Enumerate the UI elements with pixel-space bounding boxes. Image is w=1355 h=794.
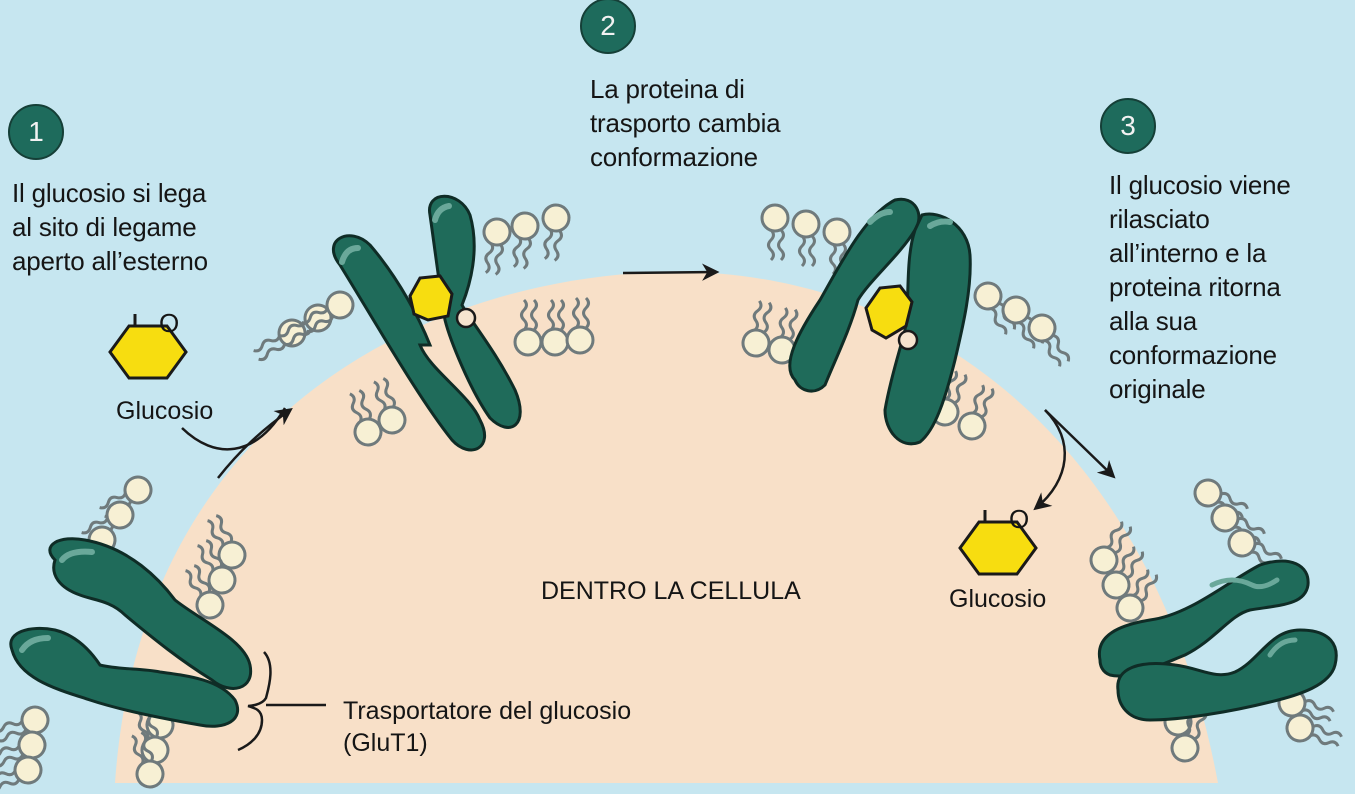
step-1-line: al sito di legame — [12, 212, 197, 242]
step-1-badge: 1 — [8, 104, 64, 160]
step-3-line: conformazione — [1109, 340, 1277, 370]
glut1-transporter-icon — [788, 197, 972, 446]
step-3-text: Il glucosio viene rilasciato all’interno… — [1109, 168, 1291, 406]
step-3-line: proteina ritorna — [1109, 272, 1281, 302]
inside-cell-label: DENTRO LA CELLULA — [541, 577, 801, 605]
glucose-outside-label: Glucosio — [116, 397, 214, 425]
step-2-badge: 2 — [580, 0, 636, 54]
arrow-icon — [622, 263, 720, 281]
glucose-oxygen-label: O — [159, 308, 180, 338]
step-3-line: rilasciato — [1109, 204, 1210, 234]
glucose-inside-label: Glucosio — [949, 585, 1047, 613]
glucose-molecule-icon — [958, 510, 1038, 576]
step-2-line: conformazione — [590, 142, 758, 172]
step-3-line: Il glucosio viene — [1109, 170, 1291, 200]
step-1-line: aperto all’esterno — [12, 246, 208, 276]
glut1-transporter-icon — [9, 537, 253, 728]
arrow-icon — [217, 407, 293, 479]
glut1-transporter-icon — [332, 194, 522, 452]
step-2-text: La proteina di trasporto cambia conforma… — [590, 72, 781, 174]
arrow-icon — [1044, 409, 1116, 479]
step-2-line: trasporto cambia — [590, 108, 781, 138]
transporter-label: Trasportatore del glucosio (GluT1) — [343, 695, 631, 759]
transporter-label-line: (GluT1) — [343, 729, 428, 757]
transporter-brace — [237, 651, 326, 752]
step-3-line: originale — [1109, 374, 1206, 404]
glucose-oxygen-label: O — [1009, 504, 1030, 534]
glucose-molecule-icon — [864, 284, 919, 351]
step-2-line: La proteina di — [590, 74, 745, 104]
glut1-transporter-icon — [1097, 559, 1338, 722]
glucose-molecule-icon — [408, 274, 477, 329]
glucose-molecule-icon — [108, 314, 188, 380]
step-1-line: Il glucosio si lega — [12, 178, 207, 208]
step-1-text: Il glucosio si lega al sito di legame ap… — [12, 176, 208, 278]
step-3-line: alla sua — [1109, 306, 1198, 336]
step-3-line: all’interno e la — [1109, 238, 1267, 268]
step-3-badge: 3 — [1100, 98, 1156, 154]
arrow-icon — [1033, 409, 1066, 511]
transporter-label-line: Trasportatore del glucosio — [343, 697, 632, 725]
